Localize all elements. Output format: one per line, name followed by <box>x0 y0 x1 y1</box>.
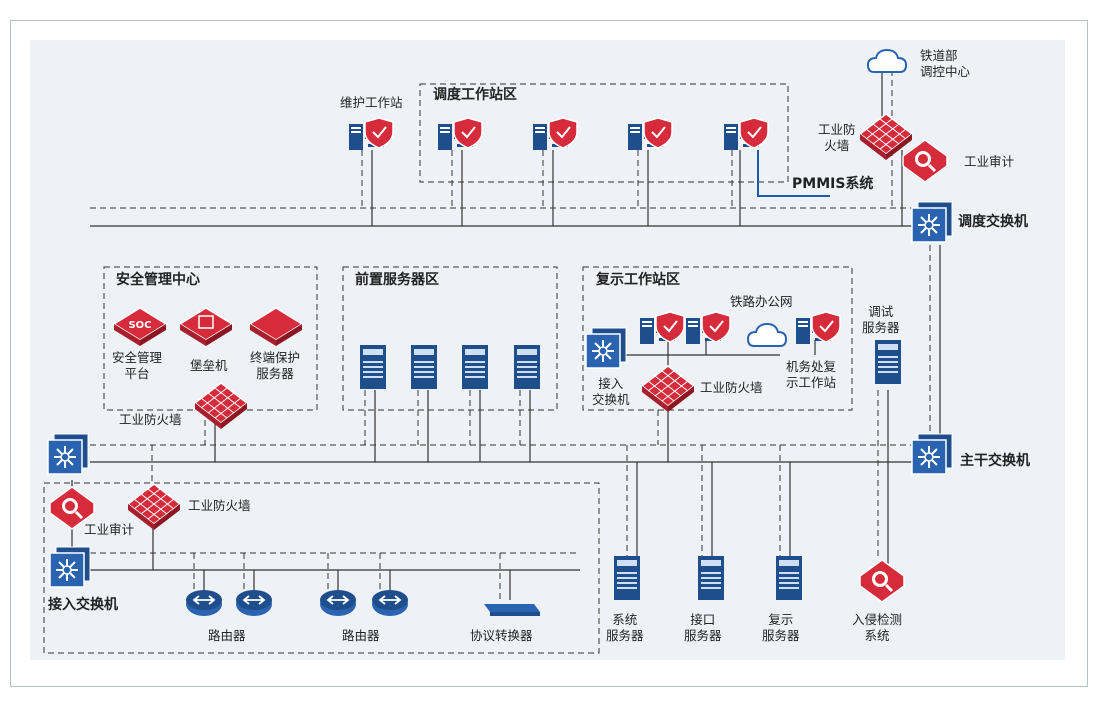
zone-boxes <box>43 83 853 654</box>
firewall-top-label: 工业防 火墙 <box>818 122 856 153</box>
audit-icon <box>901 138 949 184</box>
protocol-converter-label: 协议转换器 <box>470 628 533 643</box>
pmmis-link <box>757 150 830 197</box>
workstation-icon <box>532 117 578 151</box>
server-icon <box>776 556 802 600</box>
interface-server-label: 接口 服务器 <box>684 612 722 643</box>
dispatch-switch-icon <box>911 201 953 243</box>
soc-platform-label: 安全管理 平台 <box>112 350 163 381</box>
firewall-icon <box>194 382 248 430</box>
audit-bottom-label: 工业审计 <box>84 522 135 537</box>
router-icon <box>235 589 273 617</box>
server-icon <box>875 340 901 384</box>
bastion-icon <box>179 307 233 347</box>
ids-icon <box>858 558 906 604</box>
depot-replay-ws-label: 机务处复 示工作站 <box>786 359 837 390</box>
main-switch-icon <box>911 433 953 475</box>
firewall-icon <box>641 365 695 413</box>
server-icon <box>462 345 488 389</box>
router-label-2: 路由器 <box>342 628 380 643</box>
switch-icon <box>47 433 89 475</box>
dispatch-zone-title: 调度工作站区 <box>433 87 517 103</box>
workstation-icon <box>437 117 483 151</box>
cloud-icon <box>747 323 787 347</box>
workstation-icon <box>723 117 769 151</box>
main-switch-label: 主干交换机 <box>960 453 1030 469</box>
security-center-title: 安全管理中心 <box>116 272 200 288</box>
connection-lines <box>71 70 941 600</box>
front-server-zone-title: 前置服务器区 <box>355 272 439 288</box>
audit-top-label: 工业审计 <box>964 154 1015 169</box>
router-label-1: 路由器 <box>208 628 246 643</box>
endpoint-server-label: 终端保护 服务器 <box>250 350 301 381</box>
router-icon <box>185 589 223 617</box>
access-switch-icon <box>49 546 91 588</box>
replay-zone-title: 复示工作站区 <box>596 272 680 288</box>
server-icon <box>360 345 386 389</box>
firewall-icon <box>859 113 913 161</box>
workstation-icon <box>627 117 673 151</box>
workstation-icon <box>348 117 394 151</box>
workstation-icon <box>795 311 841 345</box>
firewall-replay-label: 工业防火墙 <box>700 380 763 395</box>
railway-ministry-label: 铁道部 调控中心 <box>920 48 971 79</box>
server-icon <box>698 556 724 600</box>
debug-server-label: 调试 服务器 <box>862 304 900 335</box>
firewall-icon <box>127 483 181 531</box>
pmmis-label: PMMIS系统 <box>792 176 874 192</box>
soc-icon-text: SOC <box>128 320 151 331</box>
server-icon <box>411 345 437 389</box>
dispatch-switch-label: 调度交换机 <box>958 214 1028 230</box>
rail-office-net-label: 铁路办公网 <box>730 294 793 309</box>
protocol-converter-icon <box>484 604 540 616</box>
endpoint-protection-icon <box>249 307 303 347</box>
workstation-icon <box>639 311 685 345</box>
router-icon <box>319 589 357 617</box>
maintenance-ws-label: 维护工作站 <box>340 95 403 110</box>
replay-server-label: 复示 服务器 <box>762 612 800 643</box>
firewall-left-label: 工业防火墙 <box>119 412 182 427</box>
workstation-icon <box>685 311 731 345</box>
server-icon <box>614 556 640 600</box>
firewall-bottom-label: 工业防火墙 <box>188 498 251 513</box>
ids-label: 入侵检测 系统 <box>852 612 903 643</box>
cloud-icon <box>867 49 907 73</box>
access-switch-right-label: 接入 交换机 <box>592 376 630 407</box>
router-icon <box>371 589 409 617</box>
access-switch-icon <box>585 327 627 369</box>
access-switch-bottom-label: 接入交换机 <box>48 597 118 613</box>
server-icon <box>514 345 540 389</box>
system-server-label: 系统 服务器 <box>606 612 644 643</box>
dashed-links <box>90 70 931 600</box>
bastion-label: 堡垒机 <box>190 358 228 373</box>
